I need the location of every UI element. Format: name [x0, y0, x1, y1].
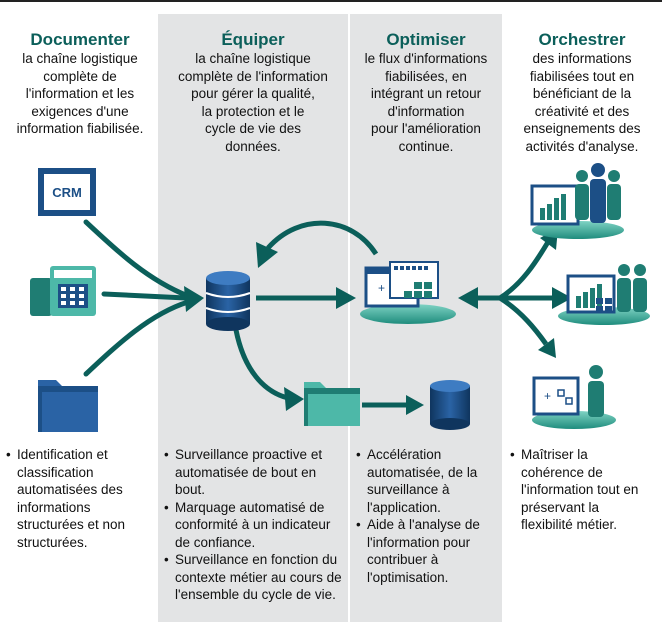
- analytics-team-icon: [530, 163, 624, 239]
- column-description-line: fiabilisées, en: [385, 68, 467, 84]
- bullets-documenter: Identification et classification automat…: [6, 446, 156, 551]
- bullet-item: Aide à l'analyse de l'information pour c…: [356, 516, 498, 586]
- column-optimiser: Optimiser le flux d'informations fiabili…: [350, 30, 502, 155]
- arrow-head-down: [538, 338, 556, 358]
- arrow-head-right: [552, 287, 572, 309]
- column-description-line: données.: [225, 138, 281, 154]
- bullets-optimiser: Accélération automatisée, de la surveill…: [356, 446, 498, 586]
- folder-icon: [304, 382, 360, 426]
- column-description-line: la protection et le: [201, 103, 305, 119]
- analyst-icon: +: [532, 365, 616, 429]
- column-description-line: pour gérer la qualité,: [191, 86, 315, 101]
- column-orchestrer: Orchestrer des informations fiabilisées …: [504, 30, 660, 155]
- database-icon: [205, 271, 251, 331]
- column-description-line: enseignements des: [523, 121, 641, 136]
- column-description-line: information fiabilisée.: [16, 121, 144, 136]
- column-title: Optimiser: [386, 30, 466, 49]
- bullet-item: Maîtriser la cohérence de l'information …: [510, 446, 650, 534]
- column-documenter: Documenter la chaîne logistique complète…: [2, 30, 158, 138]
- column-description-line: complète de: [43, 68, 117, 84]
- arrow-head-into-folder: [284, 387, 304, 411]
- folder-icon: [38, 380, 98, 432]
- column-description-line: créativité et des: [534, 103, 630, 119]
- column-description-line: activités d'analyse.: [525, 138, 639, 154]
- column-description-line: la chaîne logistique: [22, 51, 138, 66]
- flow-diagram: CRM +: [30, 163, 650, 432]
- column-description-line: l'information et les: [25, 86, 135, 101]
- column-description-line: intégrant un retour: [370, 86, 482, 101]
- bullet-item: Surveillance proactive et automatisée de…: [164, 446, 346, 499]
- dashboard-icon: +: [360, 261, 456, 324]
- column-equiper: Équiper la chaîne logistique complète de…: [158, 30, 348, 155]
- analytics-team-icon: [558, 264, 650, 325]
- column-description-line: exigences d'une: [31, 103, 129, 119]
- column-description-line: cycle de vie des: [204, 121, 302, 136]
- column-description-line: le flux d'informations: [364, 51, 488, 66]
- arrow-head-into-database: [184, 286, 204, 312]
- database-icon: [430, 380, 470, 430]
- arrow-phone-to-database: [101, 291, 189, 301]
- crm-icon: CRM: [38, 168, 96, 216]
- arrow-branch-up: [498, 240, 551, 301]
- column-description-line: d'information: [387, 103, 465, 119]
- svg-text:+: +: [544, 389, 551, 403]
- column-title: Équiper: [221, 30, 285, 49]
- arrow-feedback-loop: [266, 220, 379, 256]
- bullet-item: Identification et classification automat…: [6, 446, 156, 551]
- arrow-folder-to-database: [83, 299, 191, 377]
- arrow-head-into-dashboard: [336, 287, 356, 309]
- column-description-line: la chaîne logistique: [195, 51, 311, 66]
- arrow-branch-down: [498, 295, 549, 346]
- bullets-equiper: Surveillance proactive et automatisée de…: [164, 446, 346, 622]
- crm-label: CRM: [52, 185, 82, 200]
- bullet-item: Marquage automatisé de conformité à un i…: [164, 499, 346, 552]
- arrow-crm-to-database: [83, 219, 191, 299]
- column-description-line: des informations: [532, 51, 632, 66]
- arrow-head-left: [458, 287, 478, 309]
- bullets-orchestrer: Maîtriser la cohérence de l'information …: [510, 446, 650, 534]
- column-description-line: continue.: [398, 138, 454, 154]
- top-rule: [0, 0, 662, 2]
- bullet-item: Surveillance en fonction du contexte mét…: [164, 551, 346, 604]
- column-title: Documenter: [30, 30, 130, 49]
- arrow-head-feedback: [256, 242, 278, 268]
- column-description-line: complète de l'information: [178, 68, 328, 84]
- column-title: Orchestrer: [538, 30, 626, 49]
- column-description-line: fiabilisées tout en: [529, 68, 635, 84]
- bullet-item: Accélération automatisée, de la surveill…: [356, 446, 498, 516]
- column-description-line: pour l'amélioration: [371, 121, 481, 136]
- arrow-database-to-folder: [233, 329, 289, 401]
- svg-text:+: +: [378, 281, 385, 295]
- phone-icon: [30, 266, 96, 316]
- column-description-line: bénéficiant de la: [532, 86, 632, 101]
- arrow-head-into-archive-database: [406, 395, 424, 415]
